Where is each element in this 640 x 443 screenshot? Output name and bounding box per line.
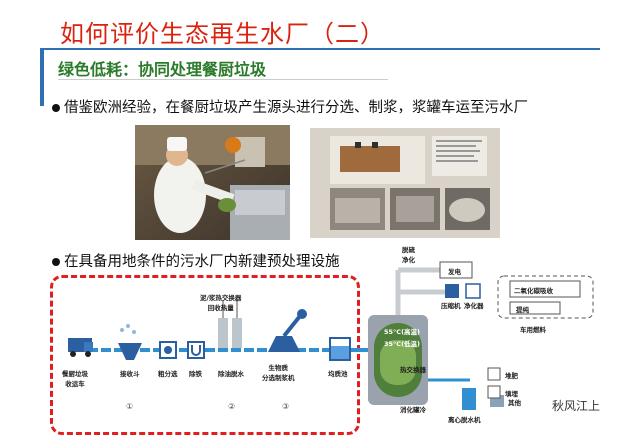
step-number-1: ① <box>126 402 134 411</box>
screen-icon <box>159 341 177 359</box>
label-compressor: 压缩机 <box>441 302 461 310</box>
bullet-item-1: 借鉴欧洲经验，在餐厨垃圾产生源头进行分选、制浆，浆罐车运至污水厂 <box>52 96 528 117</box>
label-digester: 消化罐冷 <box>400 406 426 414</box>
accent-bar <box>40 48 44 106</box>
label-temp-mid: 35°C(低温) <box>384 340 421 348</box>
label-iron: 除铁 <box>189 370 202 378</box>
label-temp-high: 55°C(高温) <box>384 328 421 336</box>
label-land: 堆肥 <box>505 372 518 380</box>
label-oil: 除油脱水 <box>218 370 244 378</box>
label-co2: 二氧化碳吸收 <box>514 287 553 295</box>
label-screen: 粗分选 <box>158 370 178 378</box>
digester-icon <box>368 315 428 405</box>
label-gas: 提纯 <box>516 306 529 314</box>
magnet-icon <box>187 341 205 359</box>
label-separator: 生物质 分选制浆机 <box>262 364 295 382</box>
label-landfill: 填埋 <box>505 390 518 398</box>
pretreatment-boundary <box>50 275 360 435</box>
pulper-icon <box>268 309 307 352</box>
equipment-photo <box>310 128 500 238</box>
label-truck: 餐厨垃圾 收运车 <box>62 370 88 388</box>
label-desulfur: 脱硫 净化 <box>402 246 415 264</box>
page-title: 如何评价生态再生水厂（二） <box>60 20 385 48</box>
step-number-2: ② <box>228 402 236 411</box>
page-subtitle: 绿色低耗：协同处理餐厨垃圾 <box>58 60 267 79</box>
homogenizing-tank-icon <box>329 337 351 361</box>
subtitle-divider <box>58 79 388 80</box>
title-divider <box>40 48 600 50</box>
label-fuel: 车用燃料 <box>520 326 546 334</box>
kitchen-photo <box>135 125 290 240</box>
oil-separator-icon <box>218 300 242 348</box>
bullet-dot-icon <box>52 258 60 266</box>
bullet-text-1: 借鉴欧洲经验，在餐厨垃圾产生源头进行分选、制浆，浆罐车运至污水厂 <box>64 100 528 116</box>
watermark: 秋风江上 <box>552 399 601 413</box>
bullet-dot-icon <box>52 104 60 112</box>
label-tank: 均质池 <box>328 370 348 378</box>
label-heat-exchanger2: 热交换器 <box>400 366 426 374</box>
label-hopper: 接收斗 <box>120 370 140 378</box>
label-centrifuge: 离心脱水机 <box>448 416 481 424</box>
bullet-item-2: 在具备用地条件的污水厂内新建预处理设施 <box>52 250 340 271</box>
label-purifier: 净化器 <box>464 302 484 310</box>
label-heat-exchanger: 泥/浆热交换器 回收热量 <box>200 294 242 312</box>
truck-icon <box>68 338 93 357</box>
power-generation-icon <box>439 261 473 279</box>
hopper-icon <box>118 324 142 360</box>
step-number-3: ③ <box>282 402 290 411</box>
bullet-text-2: 在具备用地条件的污水厂内新建预处理设施 <box>64 254 340 270</box>
label-other: 其他 <box>508 399 521 407</box>
label-power: 发电 <box>448 268 461 276</box>
